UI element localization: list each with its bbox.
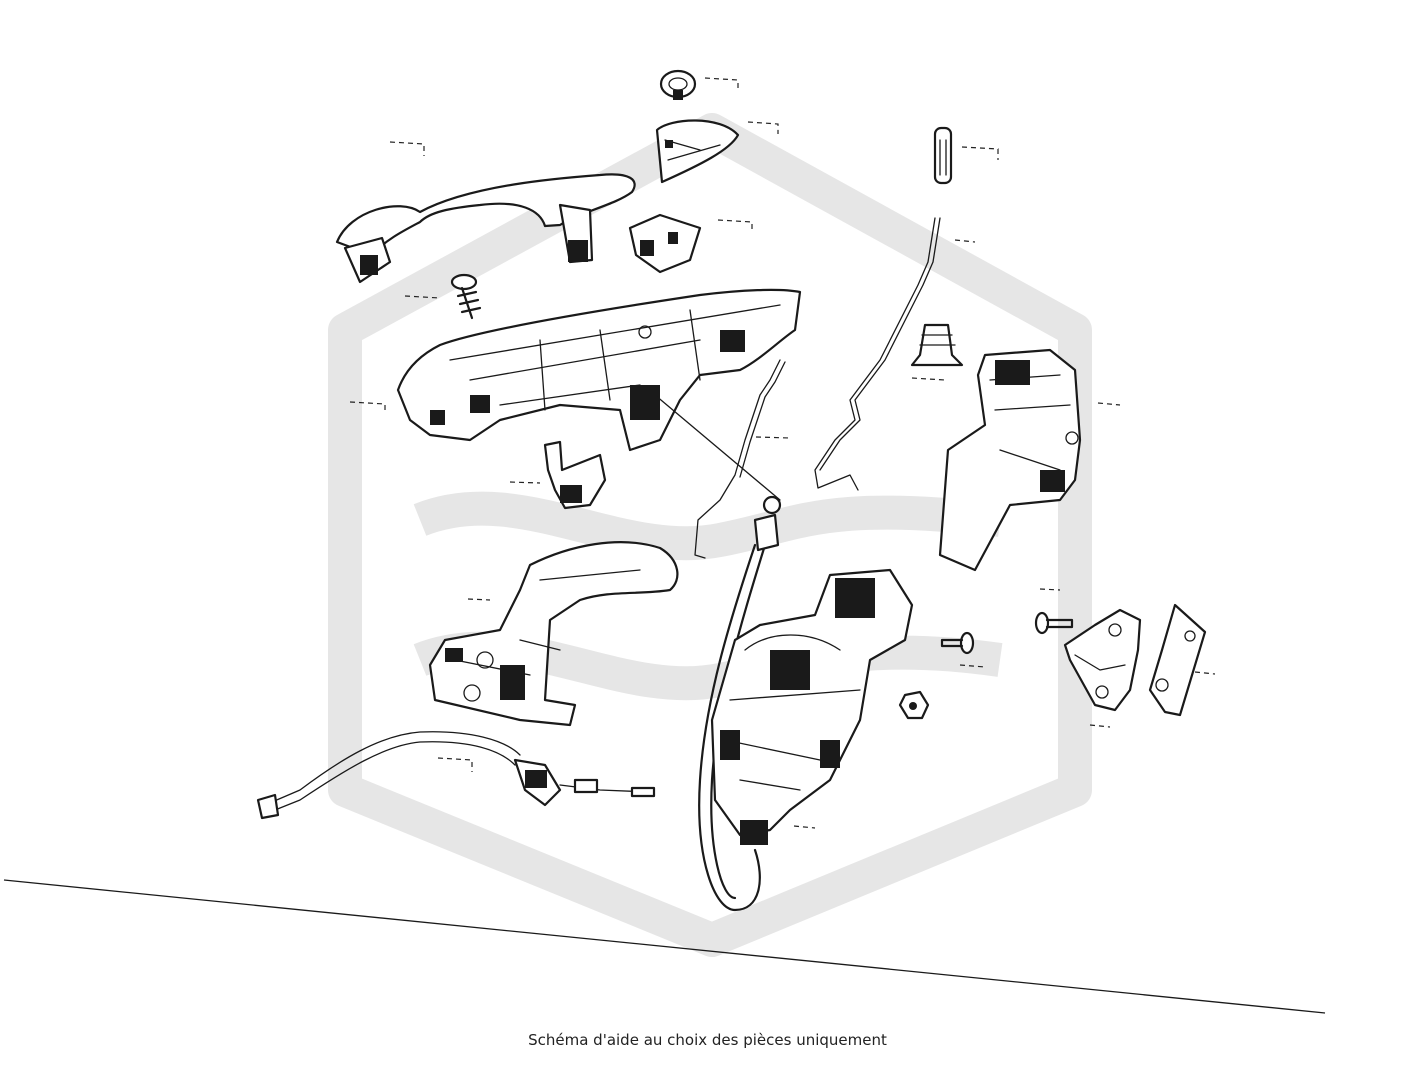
part-rod-short xyxy=(654,359,786,559)
part-screw xyxy=(450,273,482,320)
part-nut xyxy=(898,690,930,720)
part-handle-cap xyxy=(655,119,740,184)
part-striker xyxy=(1063,608,1142,712)
ground-line xyxy=(3,879,1326,1014)
part-door-lock xyxy=(710,568,914,845)
part-bolt-1 xyxy=(940,631,975,655)
part-bowden-cable xyxy=(698,495,782,912)
part-bolt-2 xyxy=(1034,611,1074,635)
part-outer-handle xyxy=(335,173,636,284)
part-lower-bracket xyxy=(428,541,679,727)
part-release-cable xyxy=(256,731,656,820)
part-grommet xyxy=(910,323,964,367)
part-striker-plate xyxy=(1148,603,1207,717)
reference-tags xyxy=(349,77,1216,829)
part-latch-housing-cover xyxy=(938,348,1082,572)
diagram-caption: Schéma d'aide au choix des pièces unique… xyxy=(528,1031,887,1049)
part-lock-insert xyxy=(628,213,702,274)
part-rod-long xyxy=(814,217,941,491)
part-handle-carrier xyxy=(396,288,802,452)
part-rod-pin xyxy=(933,126,953,185)
part-sensor xyxy=(543,440,607,510)
part-clip-cap xyxy=(659,69,697,100)
